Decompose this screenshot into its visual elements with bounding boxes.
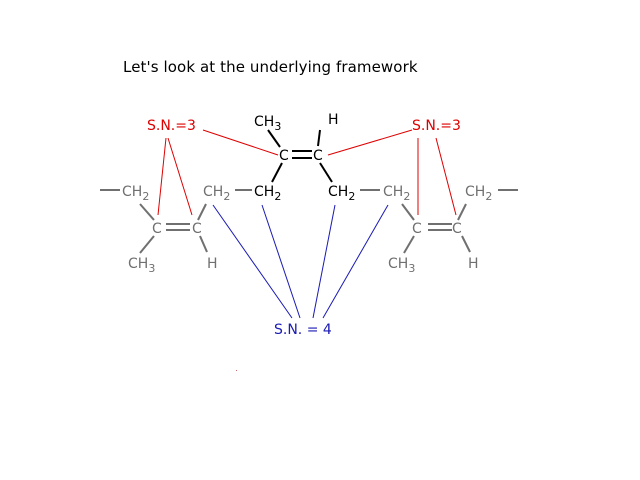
steric-number-label-left: S.N.=3 — [147, 118, 196, 134]
steric-number-label-right: S.N.=3 — [412, 118, 461, 134]
hydrogen-atom: H — [468, 256, 479, 272]
hydrogen-atom: H — [328, 112, 339, 128]
carbon-atom: C — [192, 221, 202, 237]
connector-line — [202, 129, 279, 156]
carbon-atom: C — [313, 148, 323, 164]
right-unit: CH2 C C CH3 H CH2 — [383, 184, 492, 275]
connector-line — [167, 137, 193, 216]
connector-line — [212, 204, 293, 319]
carbon-atom: C — [452, 221, 462, 237]
ch3-group: CH3 — [254, 114, 281, 133]
trigonal-connector-lines — [157, 129, 457, 216]
chain-bonds — [100, 189, 518, 254]
ch2-group: CH2 — [328, 184, 355, 203]
stray-dot — [236, 370, 237, 371]
ch2-group: CH2 — [122, 184, 149, 203]
ch2-group: CH2 — [465, 184, 492, 203]
tetrahedral-connector-lines — [212, 204, 389, 319]
hydrogen-atom: H — [207, 256, 218, 272]
connector-line — [327, 129, 413, 156]
left-unit: CH2 C C CH3 H CH2 — [122, 184, 230, 275]
connector-line — [435, 137, 457, 216]
center-bonds — [267, 129, 333, 183]
ch2-group: CH2 — [203, 184, 230, 203]
carbon-atom: C — [412, 221, 422, 237]
connector-line — [157, 137, 167, 216]
ch2-group: CH2 — [254, 184, 281, 203]
ch3-group: CH3 — [128, 256, 155, 275]
ch2-group: CH2 — [383, 184, 410, 203]
connector-line — [261, 204, 301, 319]
steric-number-label-bottom: S.N. = 4 — [274, 322, 332, 338]
carbon-atom: C — [279, 148, 289, 164]
connector-line — [322, 204, 389, 319]
center-unit: CH3 H C C CH2 CH2 — [254, 112, 355, 203]
page-heading: Let's look at the underlying framework — [123, 58, 418, 76]
carbon-atom: C — [152, 221, 162, 237]
ch3-group: CH3 — [388, 256, 415, 275]
connector-line — [312, 204, 336, 319]
